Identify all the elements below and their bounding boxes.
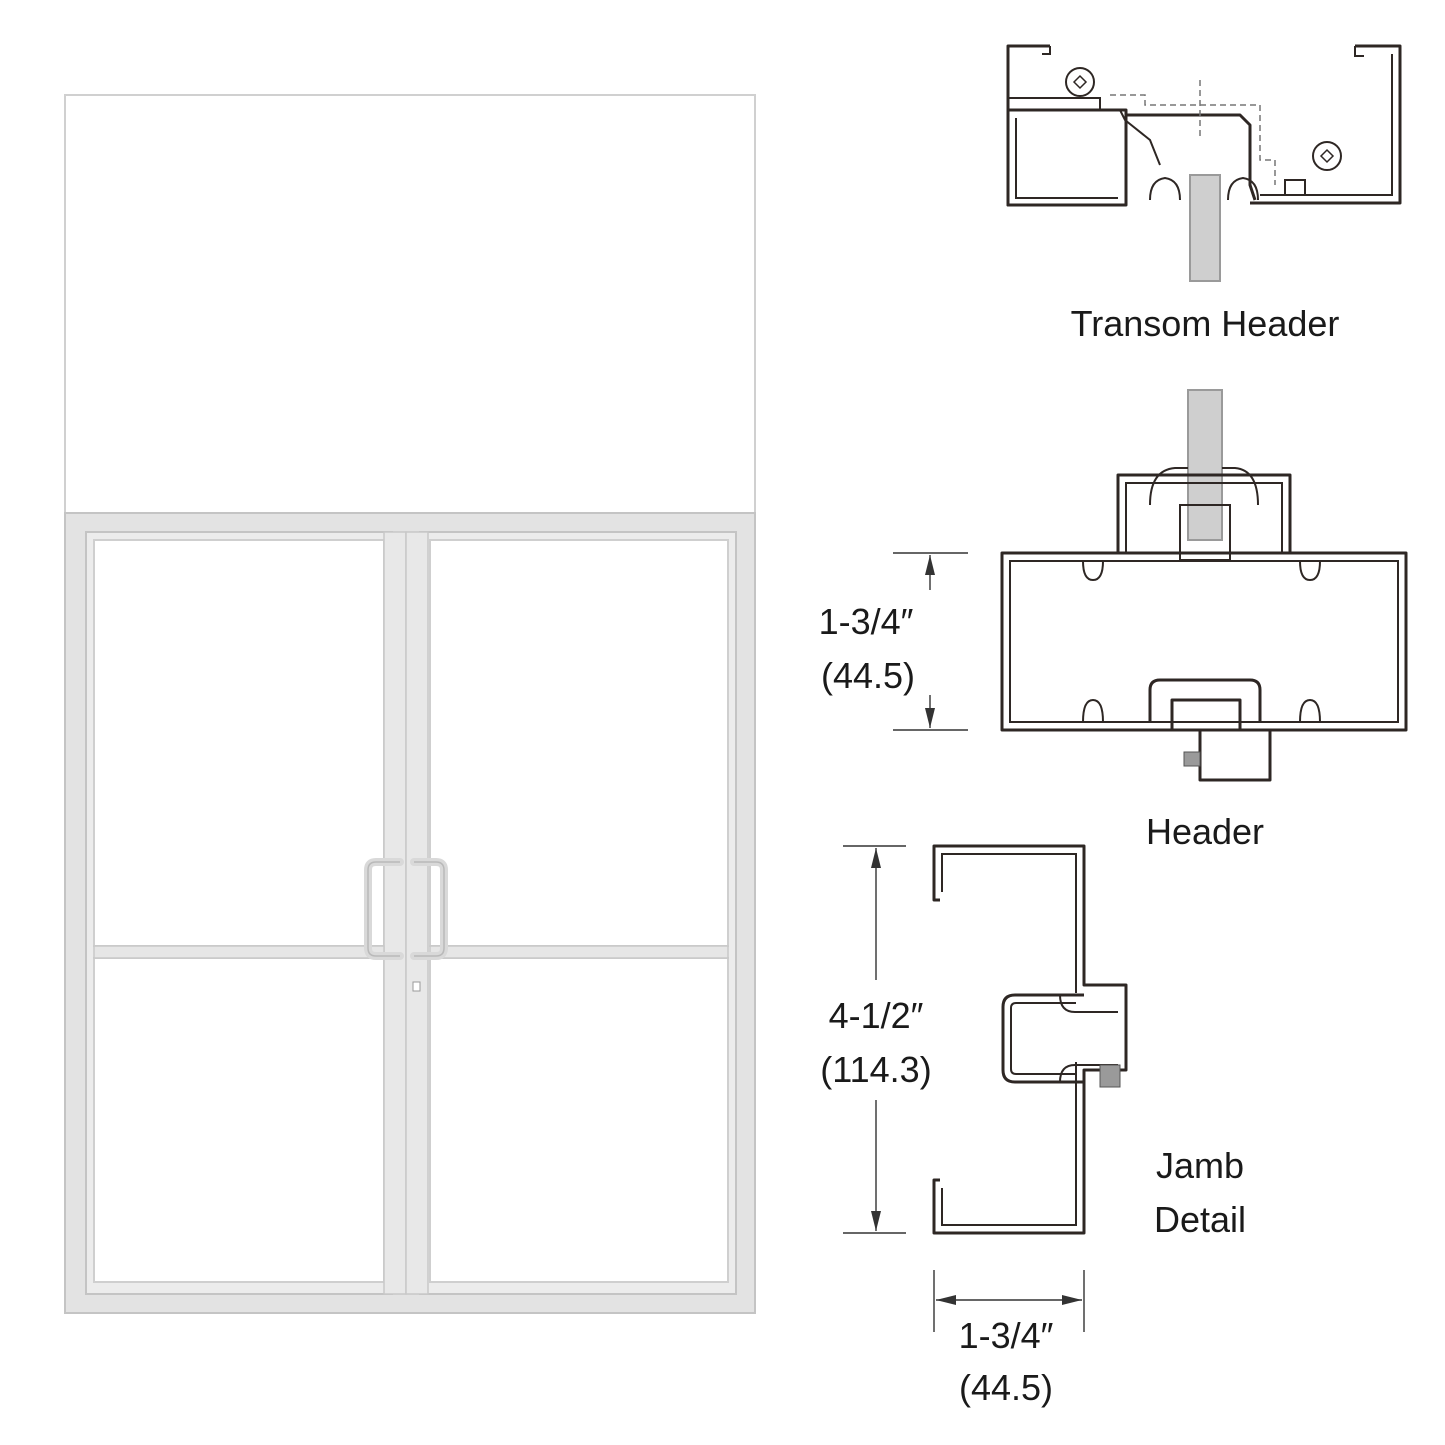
mid-rail-left — [93, 945, 385, 959]
jamb-wdim-arrow-right-icon — [1062, 1295, 1082, 1305]
header-dim-imperial: 1-3/4″ — [819, 601, 914, 642]
right-pull-handle-edge — [414, 861, 445, 957]
header-gasket-left — [1149, 467, 1188, 506]
transom-left-box — [1006, 108, 1128, 207]
mid-rail-right — [429, 945, 729, 959]
transom-right-hook — [1284, 179, 1306, 195]
transom-clip-left — [1119, 109, 1161, 166]
meeting-stile-left — [383, 531, 407, 1295]
header-boss-top-1 — [1082, 560, 1104, 582]
lock-cylinder — [412, 981, 421, 992]
header-door-stop — [1148, 678, 1262, 722]
transom-gasket-right — [1227, 176, 1259, 201]
transom-right-channel — [1250, 44, 1402, 205]
jamb-dim-arrow-up-icon — [871, 848, 881, 868]
right-leaf-glass-upper — [429, 539, 729, 947]
left-pull-handle-edge — [367, 861, 400, 957]
header-dim-arrow-up-icon — [925, 555, 935, 575]
right-leaf-glass-lower — [429, 957, 729, 1283]
jamb-detail: 4-1/2″ (114.3) 1-3/4″ (44.5) Jamb Detail — [820, 844, 1246, 1408]
jamb-width-metric: (44.5) — [959, 1367, 1053, 1408]
jamb-wdim-arrow-left-icon — [936, 1295, 956, 1305]
header-dim-metric: (44.5) — [821, 655, 915, 696]
header-boss-bottom-1 — [1082, 698, 1104, 723]
jamb-stop-pocket — [1001, 993, 1084, 1084]
transom-left-lip — [1042, 46, 1051, 55]
door-elevation — [64, 94, 756, 1314]
header-detail: 1-3/4″ (44.5) Header — [819, 389, 1408, 852]
jamb-label-line1: Jamb — [1156, 1145, 1244, 1186]
jamb-label-line2: Detail — [1154, 1199, 1246, 1240]
transom-left-inner — [1015, 118, 1118, 199]
transom-left-step — [1008, 97, 1101, 110]
transom-right-lip — [1354, 46, 1364, 57]
jamb-dim-arrow-down-icon — [871, 1211, 881, 1231]
header-glass-pane — [1187, 389, 1223, 541]
transom-glass-pane — [1189, 174, 1221, 282]
header-main-tube — [1000, 551, 1408, 732]
jamb-channel-inner — [941, 853, 1077, 1226]
jamb-height-imperial: 4-1/2″ — [829, 995, 924, 1036]
screw-slot-right-icon — [1319, 148, 1335, 164]
jamb-channel — [932, 844, 1128, 1235]
jamb-stop-pocket-inner — [1010, 1002, 1076, 1075]
header-label: Header — [1146, 811, 1264, 852]
header-glazing-pocket — [1116, 473, 1292, 553]
transom-dashed-outline — [1110, 94, 1276, 185]
transom-header-label: Transom Header — [1071, 303, 1340, 344]
transom-header-detail: Transom Header — [1006, 44, 1402, 344]
header-boss-bottom-2 — [1299, 698, 1321, 723]
header-pocket-inner — [1125, 482, 1283, 553]
transom-center-pocket — [1125, 113, 1257, 201]
meeting-stile-right — [405, 531, 429, 1295]
transom-left-channel — [1006, 44, 1125, 207]
header-gasket-right — [1222, 467, 1259, 506]
jamb-clip-bottom — [1059, 1064, 1118, 1083]
jamb-width-imperial: 1-3/4″ — [959, 1315, 1054, 1356]
transom-gasket-left — [1149, 176, 1181, 201]
header-weatherstrip — [1183, 751, 1201, 767]
header-main-tube-inner — [1009, 560, 1399, 723]
left-leaf-glass-lower — [93, 957, 385, 1283]
jamb-height-metric: (114.3) — [820, 1049, 931, 1090]
header-dim-arrow-down-icon — [925, 708, 935, 728]
screw-head-left-icon — [1065, 67, 1095, 97]
transom-right-inner — [1260, 54, 1393, 196]
header-stop-insert — [1170, 698, 1272, 782]
screw-slot-left-icon — [1072, 74, 1088, 90]
header-boss-top-2 — [1299, 560, 1321, 582]
transom-panel — [64, 94, 756, 514]
left-leaf-glass-upper — [93, 539, 385, 947]
jamb-weatherstrip — [1099, 1064, 1121, 1088]
screw-head-right-icon — [1312, 141, 1342, 171]
jamb-clip-top — [1059, 994, 1118, 1013]
